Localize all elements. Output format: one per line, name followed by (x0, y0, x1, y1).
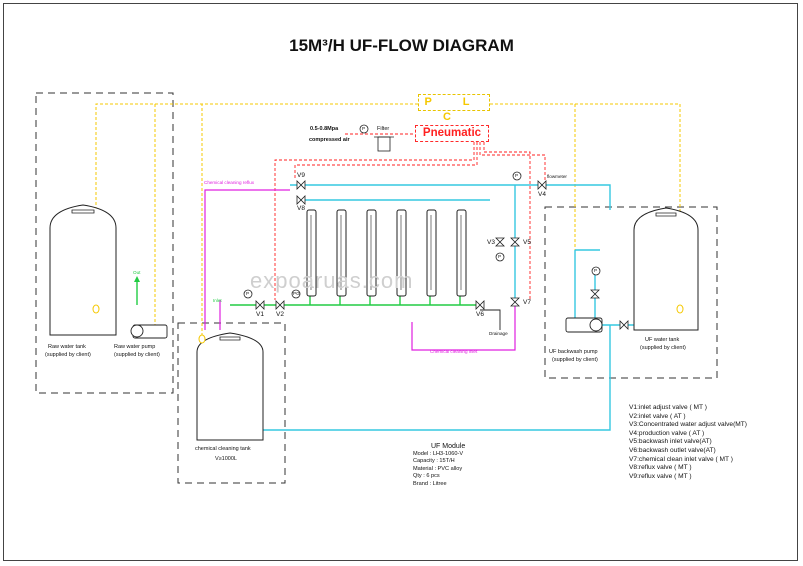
gauge-mark-conc: P (498, 254, 502, 259)
flowmeter-label: flowmeter (547, 174, 567, 179)
page-title: 15M³/H UF-FLOW DIAGRAM (289, 36, 514, 55)
valve-v7 (510, 297, 520, 307)
uf-module-spec: UF Module Model : LH3-1060-V Capacity : … (413, 443, 465, 489)
valve-v2 (275, 300, 285, 310)
raw-pump-note: (supplied by client) (114, 352, 160, 358)
valve-v5 (510, 237, 520, 247)
gauge-mark-backwash: P (594, 268, 598, 273)
raw-water-tank (49, 204, 117, 336)
v7-label: V7 (523, 299, 531, 306)
uf-tank-note: (supplied by client) (640, 345, 686, 351)
legend-item: V7:chemical clean inlet valve ( MT ) (629, 455, 733, 463)
gauge-mark-inlet: P (246, 291, 250, 296)
backwash-pump-label: UF backwash pump (549, 349, 598, 355)
legend-item: V4:production valve ( AT ) (629, 429, 705, 437)
raw-water-pump (130, 324, 168, 339)
uf-backwash-pump (565, 317, 603, 333)
v4-label: V4 (538, 191, 546, 198)
product-header (290, 184, 611, 210)
v2-label: V2 (276, 311, 284, 318)
chem-reflux (204, 189, 290, 330)
filter-label: Filter (377, 126, 390, 132)
raw-water-area (35, 92, 174, 394)
legend-item: V9:reflux valve ( MT ) (629, 472, 692, 480)
valve-legend: V1:inlet adjust valve ( MT ) V2:inlet va… (629, 404, 747, 481)
gauge-mark-v2: PG (293, 291, 300, 296)
legend-item: V5:backwash inlet valve(AT) (629, 438, 712, 446)
legend-item: V2:inlet valve ( AT ) (629, 412, 686, 420)
chem-reflux-label: Chemical cleaning reflux (204, 180, 255, 185)
uf-model: Model : LH3-1060-V (413, 450, 464, 457)
raw-tank-note: (supplied by client) (45, 352, 91, 358)
plc-line-left2 (201, 103, 418, 335)
inlet-label: Inlet (213, 298, 222, 303)
chemical-tank-area (177, 322, 286, 484)
valve-v9 (296, 180, 306, 190)
raw-tank-label: Raw water tank (48, 344, 86, 350)
compressed-air-label: compressed air (309, 137, 350, 143)
legend-item: V8:reflux valve ( MT ) (629, 464, 692, 472)
v8-label: V8 (297, 205, 305, 212)
valve-v6 (475, 300, 485, 310)
uf-tank-area (544, 206, 718, 379)
filter (374, 136, 394, 152)
v3-label: V3 (487, 239, 495, 246)
gauge-mark-air: P (362, 126, 366, 131)
valve-v8 (296, 195, 306, 205)
chem-inlet-label: Chemical cleaning inlet (430, 349, 478, 354)
watermark: expoaruas.com (250, 268, 414, 293)
v5-label: V5 (523, 239, 531, 246)
chemical-cleaning-tank (196, 332, 264, 441)
uf-membranes (306, 209, 467, 297)
drainage-label: Drainage (489, 331, 508, 336)
chem-inlet (411, 305, 516, 351)
gauge-mark-product: P (515, 173, 519, 178)
plc-box: P L C (418, 94, 490, 123)
valve-v1 (255, 300, 265, 310)
backwash-pump-note: (supplied by client) (552, 357, 598, 363)
legend-item: V3:Concentrated water adjust valve(MT) (629, 421, 748, 429)
v1-label: V1 (256, 311, 264, 318)
pneumatic-box: Pneumatic (415, 125, 489, 142)
valve-v4 (537, 180, 547, 190)
plc-line-right (490, 103, 681, 305)
legend-item: V6:backwash outlet valve(AT) (629, 446, 716, 454)
uf-material: Material : PVC alloy (413, 465, 463, 472)
raw-pump-label: Raw water pump (114, 344, 156, 350)
uf-module-heading: UF Module (431, 443, 466, 450)
chem-tank-label: chemical cleaning tank (195, 446, 251, 452)
valve-v3 (495, 237, 505, 247)
uf-qty: Qty : 6 pcs (413, 473, 440, 480)
diagram-frame (3, 3, 798, 561)
uf-water-tank (633, 207, 699, 331)
uf-tank-label: UF water tank (645, 337, 680, 343)
uf-brand: Brand : Litree (413, 480, 447, 487)
outlet-label: Out (133, 270, 141, 275)
air-pressure-label: 0.5-0.8Mpa (310, 126, 339, 132)
uf-capacity: Capacity : 15T/H (413, 458, 455, 465)
v6-label: V6 (476, 311, 484, 318)
chem-tank-volume: V≥1000L (215, 456, 237, 462)
legend-item: V1:inlet adjust valve ( MT ) (629, 404, 707, 411)
v9-label: V9 (297, 172, 305, 179)
